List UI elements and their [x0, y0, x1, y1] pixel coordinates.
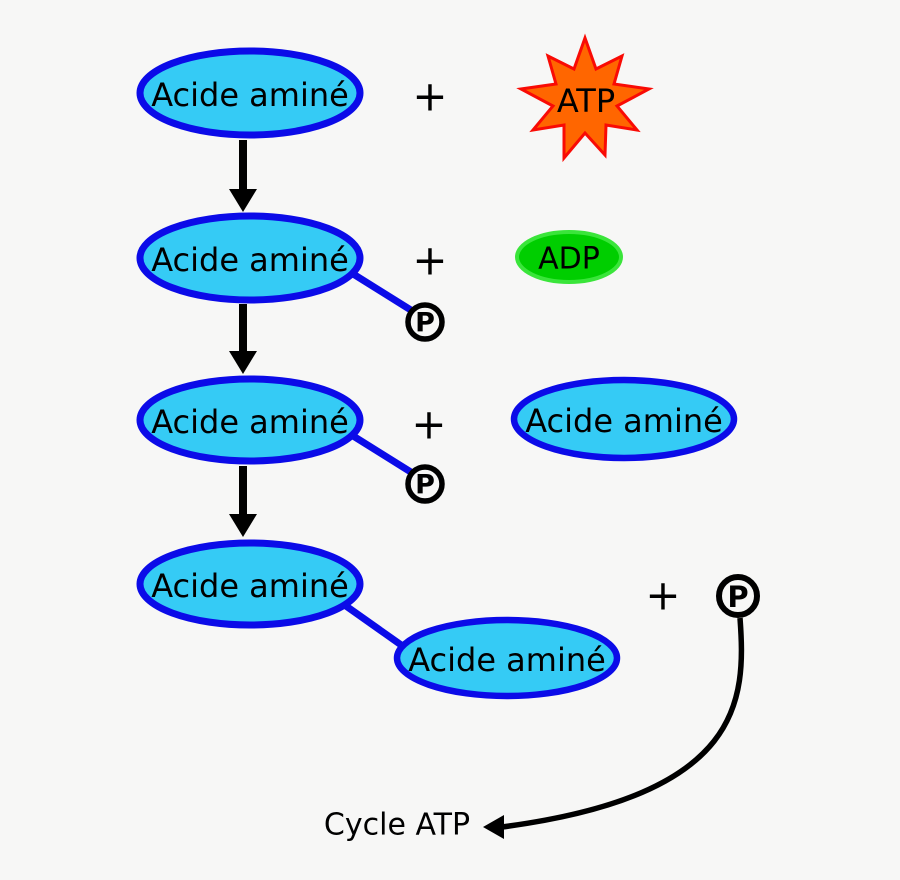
amino-label-row2: Acide aminé: [151, 241, 349, 279]
amino-ellipse-row3-right: [510, 376, 738, 462]
atp-starburst: [516, 33, 654, 163]
plus-sign-row2: +: [412, 236, 447, 285]
adp-label: ADP: [538, 242, 600, 277]
reaction-arrow-2: [229, 304, 257, 374]
amino-bond-row4: [343, 603, 407, 650]
phosphate-label-row3: P: [415, 470, 435, 501]
reaction-arrow-1: [229, 140, 257, 212]
phosphate-bond-row2: [348, 269, 416, 315]
amino-label-row3: Acide aminé: [151, 403, 349, 441]
amino-label-row3-right: Acide aminé: [525, 402, 723, 440]
phosphate-label-row2: P: [415, 308, 435, 339]
amino-ellipse-row1: [136, 47, 364, 139]
phosphate-circle-row2: [405, 302, 445, 342]
reaction-arrow-3: [229, 466, 257, 537]
arrow-head-1: [229, 189, 257, 212]
amino-label-row4-bonded: Acide aminé: [408, 641, 606, 679]
phosphate-recycle-curve: [501, 617, 745, 830]
arrow-head-3: [229, 514, 257, 537]
amino-ellipse-row4-bonded: [393, 616, 621, 700]
plus-sign-row1: +: [412, 72, 447, 121]
amino-ellipse-row4: [136, 539, 364, 629]
plus-sign-row3: +: [411, 400, 446, 449]
amino-ellipse-row3: [136, 375, 364, 465]
adp-ellipse: [515, 230, 623, 284]
plus-sign-row4: +: [645, 571, 680, 620]
amino-ellipse-row2: [136, 212, 364, 304]
amino-label-row4: Acide aminé: [151, 567, 349, 605]
phosphate-bond-row3: [348, 431, 416, 477]
amino-label-row1: Acide aminé: [151, 76, 349, 114]
cycle-atp-label: Cycle ATP: [324, 808, 470, 843]
cycle-arrow-head: [483, 815, 504, 839]
phosphate-label-released: P: [727, 580, 748, 614]
atp-label: ATP: [557, 82, 615, 120]
arrow-head-2: [229, 351, 257, 374]
phosphate-circle-row3: [405, 464, 445, 504]
phosphate-circle-released: [716, 574, 760, 618]
